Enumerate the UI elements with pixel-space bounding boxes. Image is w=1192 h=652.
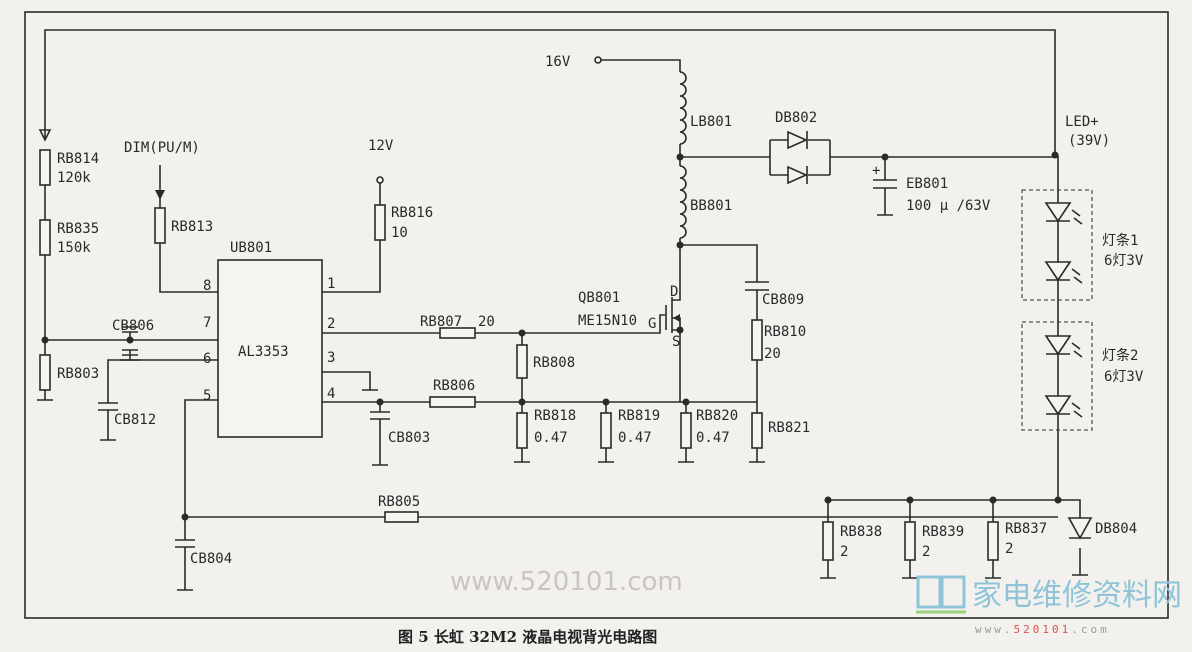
svg-text:RB839: RB839 [922, 524, 964, 540]
svg-text:100 μ /63V: 100 μ /63V [906, 198, 991, 214]
svg-text:AL3353: AL3353 [238, 344, 289, 360]
svg-text:RB808: RB808 [533, 355, 575, 371]
svg-text:CB804: CB804 [190, 551, 232, 567]
svg-text:(39V): (39V) [1068, 133, 1110, 149]
svg-text:20: 20 [764, 346, 781, 362]
svg-text:ME15N10: ME15N10 [578, 313, 637, 329]
svg-text:CB812: CB812 [114, 412, 156, 428]
svg-text:RB810: RB810 [764, 324, 806, 340]
svg-text:2: 2 [840, 544, 848, 560]
svg-text:RB803: RB803 [57, 366, 99, 382]
svg-text:RB814: RB814 [57, 151, 99, 167]
site-logo: 家电维修资料网 www.520101.com [916, 575, 1182, 636]
svg-text:LED+: LED+ [1065, 114, 1099, 130]
svg-text:EB801: EB801 [906, 176, 948, 192]
watermark-text: www.520101.com [450, 567, 683, 597]
svg-text:10: 10 [391, 225, 408, 241]
svg-text:BB801: BB801 [690, 198, 732, 214]
svg-text:UB801: UB801 [230, 240, 272, 256]
ic-labels: UB801 AL3353 1 2 3 4 5 6 7 8 [203, 240, 335, 404]
svg-text:RB837: RB837 [1005, 521, 1047, 537]
svg-text:CB809: CB809 [762, 292, 804, 308]
svg-text:150k: 150k [57, 240, 91, 256]
svg-text:6灯3V: 6灯3V [1104, 369, 1144, 385]
svg-text:RB819: RB819 [618, 408, 660, 424]
wires [37, 29, 1093, 591]
svg-text:2: 2 [1005, 541, 1013, 557]
svg-text:S: S [672, 334, 680, 350]
svg-text:12V: 12V [368, 138, 394, 154]
svg-text:DIM(PU/M): DIM(PU/M) [124, 140, 200, 156]
svg-text:6: 6 [203, 351, 211, 367]
svg-text:RB805: RB805 [378, 494, 420, 510]
svg-text:7: 7 [203, 315, 211, 331]
svg-text:RB807: RB807 [420, 314, 462, 330]
svg-text:3: 3 [327, 350, 335, 366]
svg-text:120k: 120k [57, 170, 91, 186]
svg-text:5: 5 [203, 388, 211, 404]
svg-text:RB806: RB806 [433, 378, 475, 394]
svg-text:QB801: QB801 [578, 290, 620, 306]
ic-ub801 [217, 259, 323, 438]
svg-text:G: G [648, 316, 656, 332]
svg-text:家电维修资料网: 家电维修资料网 [972, 578, 1182, 613]
svg-text:0.47: 0.47 [618, 430, 652, 446]
junction-dots [41, 151, 1062, 521]
component-labels: DIM(PU/M) 12V 16V LED+ (39V) RB814 120k … [57, 54, 1144, 567]
svg-text:+: + [872, 163, 880, 179]
svg-text:16V: 16V [545, 54, 571, 70]
svg-text:0.47: 0.47 [696, 430, 730, 446]
svg-text:灯条2: 灯条2 [1102, 347, 1138, 364]
svg-text:RB820: RB820 [696, 408, 738, 424]
svg-text:CB806: CB806 [112, 318, 154, 334]
svg-text:RB835: RB835 [57, 221, 99, 237]
svg-text:RB818: RB818 [534, 408, 576, 424]
svg-text:8: 8 [203, 278, 211, 294]
resistor-bodies [39, 149, 999, 561]
figure-caption: 图 5 长虹 32M2 液晶电视背光电路图 [398, 628, 657, 646]
diagram-border [24, 11, 1169, 619]
svg-text:DB804: DB804 [1095, 521, 1137, 537]
svg-text:www.520101.com: www.520101.com [975, 623, 1110, 636]
svg-text:4: 4 [327, 386, 335, 402]
svg-text:RB838: RB838 [840, 524, 882, 540]
svg-text:DB802: DB802 [775, 110, 817, 126]
svg-text:LB801: LB801 [690, 114, 732, 130]
svg-text:6灯3V: 6灯3V [1104, 253, 1144, 269]
svg-text:D: D [670, 284, 678, 300]
svg-text:1: 1 [327, 276, 335, 292]
svg-text:0.47: 0.47 [534, 430, 568, 446]
svg-text:RB816: RB816 [391, 205, 433, 221]
svg-text:CB803: CB803 [388, 430, 430, 446]
svg-text:2: 2 [327, 316, 335, 332]
svg-text:20: 20 [478, 314, 495, 330]
svg-text:RB813: RB813 [171, 219, 213, 235]
svg-text:灯条1: 灯条1 [1102, 232, 1138, 249]
svg-text:2: 2 [922, 544, 930, 560]
svg-text:RB821: RB821 [768, 420, 810, 436]
